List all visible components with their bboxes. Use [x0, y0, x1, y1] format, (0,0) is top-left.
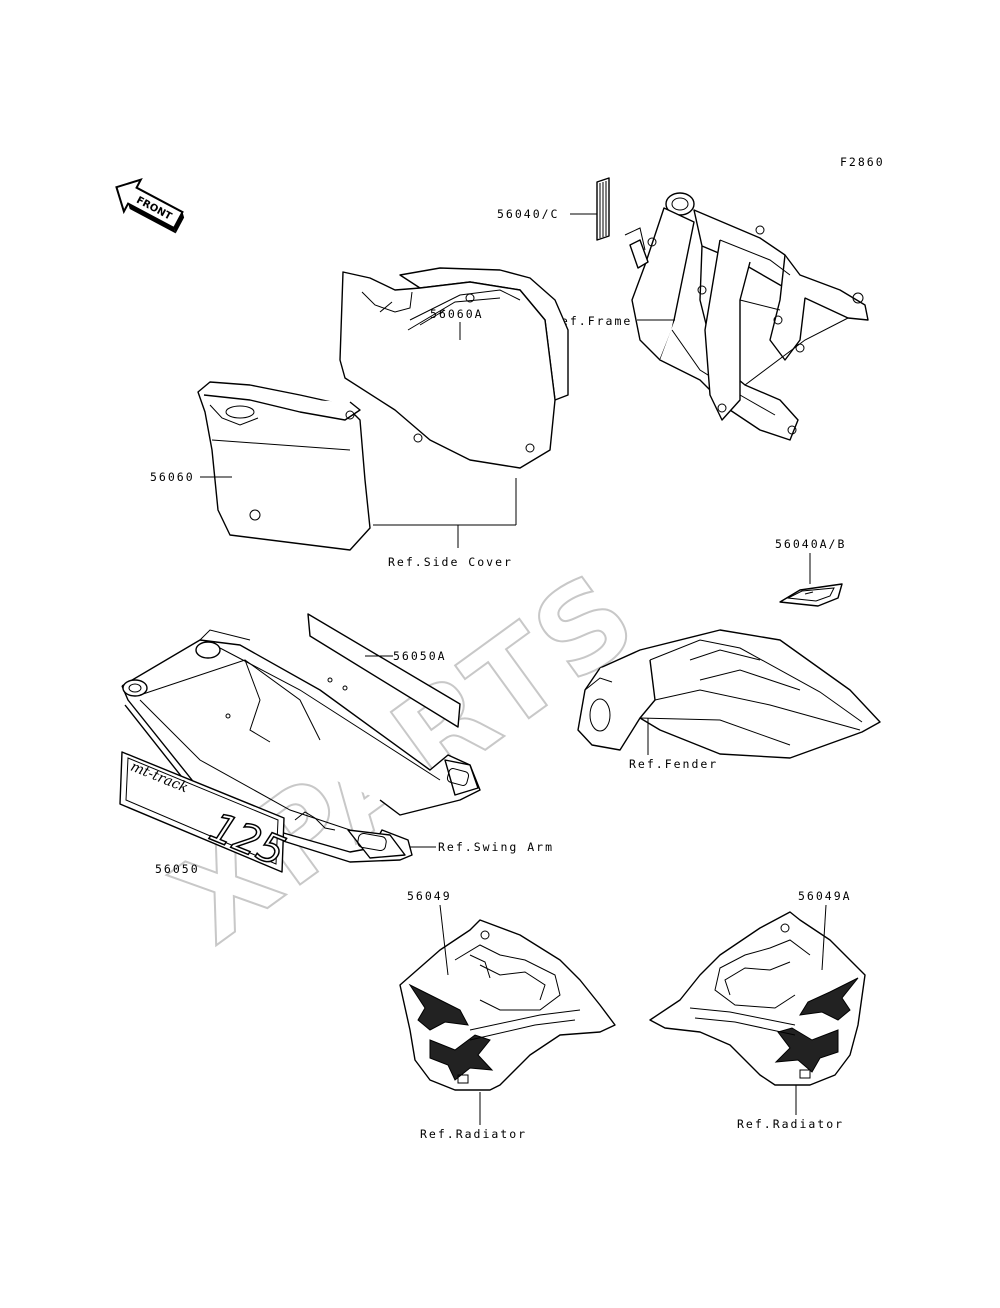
- label-56049: 56049: [407, 889, 452, 903]
- label-ref-frame: Ref.Frame: [552, 314, 632, 328]
- label-ref-fender: Ref.Fender: [629, 757, 718, 771]
- front-arrow-icon: FRONT: [115, 178, 185, 234]
- label-ref-radiator-right: Ref.Radiator: [737, 1117, 844, 1131]
- part-56050a: [307, 613, 461, 728]
- fender-drawing: [577, 629, 881, 759]
- label-56049a: 56049A: [798, 889, 852, 903]
- leader-56049: [439, 904, 449, 976]
- label-56060: 56060: [150, 470, 195, 484]
- part-56060a: [339, 267, 569, 469]
- leader-56049a: [821, 904, 827, 971]
- label-56060a: 56060A: [430, 307, 484, 321]
- label-56050a: 56050A: [393, 649, 447, 663]
- part-56040ab: [779, 583, 843, 607]
- frame-drawing: [624, 192, 869, 441]
- label-ref-radiator-left: Ref.Radiator: [420, 1127, 527, 1141]
- label-56040c: 56040/C: [497, 207, 559, 221]
- label-56050: 56050: [155, 862, 200, 876]
- part-56049: [399, 919, 616, 1091]
- part-56040c: [596, 177, 610, 241]
- label-ref-swing-arm: Ref.Swing Arm: [438, 840, 554, 854]
- figure-code: F2860: [840, 155, 885, 169]
- part-56060: [197, 381, 371, 551]
- label-ref-side-cover: Ref.Side Cover: [388, 555, 513, 569]
- label-56040ab: 56040A/B: [775, 537, 846, 551]
- part-56049a: [649, 911, 866, 1086]
